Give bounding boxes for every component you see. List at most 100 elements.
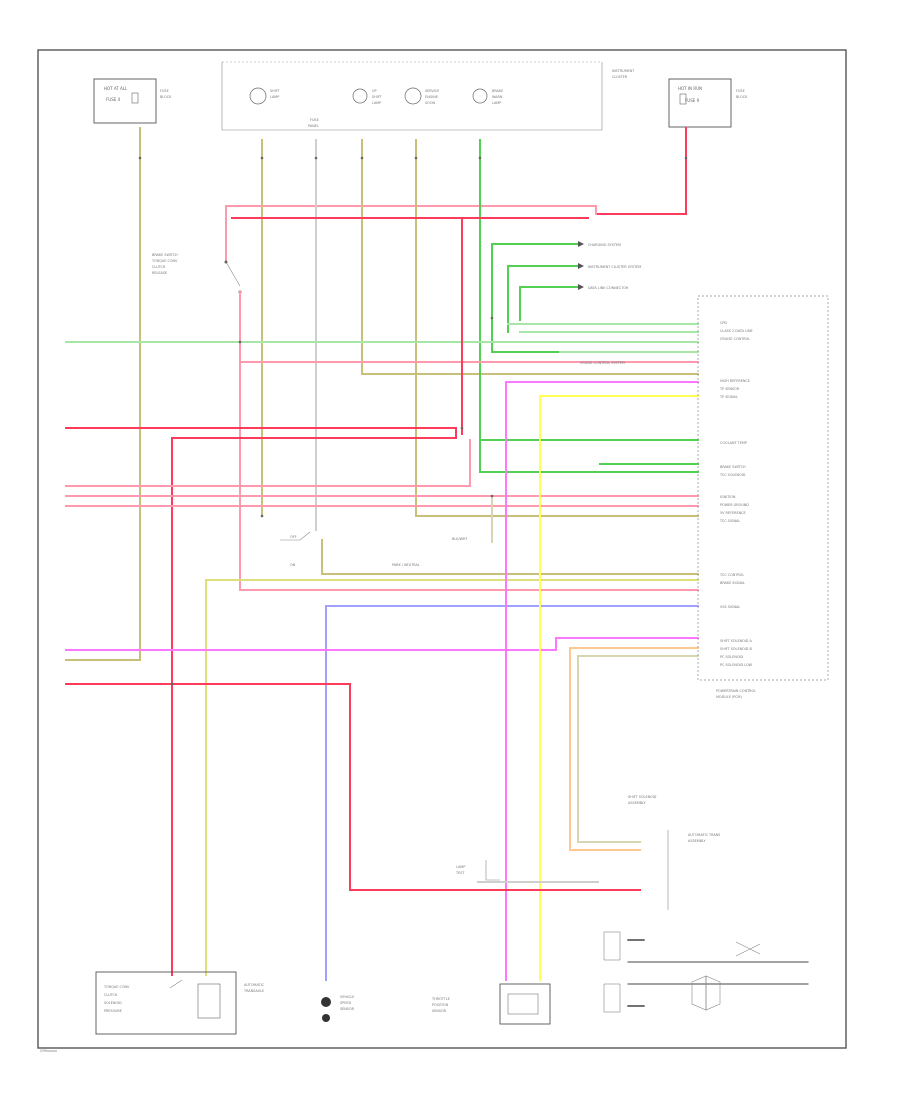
svg-text:CLUTCH: CLUTCH: [152, 265, 166, 269]
label-auto-trans: AUTOMATIC TRANS: [688, 833, 720, 837]
svg-text:BLOCK: BLOCK: [736, 95, 748, 99]
svg-text:MODULE (PCM): MODULE (PCM): [716, 695, 742, 699]
svg-text:SHIFT: SHIFT: [270, 89, 281, 93]
wire-cluster-pink-feed: [225, 205, 597, 263]
arrow-instrument: [578, 263, 584, 269]
svg-text:FUSE: FUSE: [736, 89, 745, 93]
svg-text:TP SIGNAL: TP SIGNAL: [719, 395, 738, 399]
svg-text:POWERTRAIN CONTROL: POWERTRAIN CONTROL: [716, 689, 756, 693]
wire-lamp3-olive: [415, 139, 699, 517]
svg-text:RELEASE: RELEASE: [152, 271, 167, 275]
svg-text:TCC CONTROL: TCC CONTROL: [719, 573, 744, 577]
svg-text:TCC SIGNAL: TCC SIGNAL: [719, 519, 740, 523]
svg-text:PANEL: PANEL: [308, 124, 319, 128]
connector-dots: [138, 156, 688, 686]
fuse-symbol-left: HOT AT ALL FUSE 4 FUSE BLOCK: [104, 86, 172, 104]
svg-text:5V REFERENCE: 5V REFERENCE: [720, 511, 746, 515]
svg-text:HOT AT ALL: HOT AT ALL: [104, 86, 128, 91]
svg-text:SHIFT: SHIFT: [372, 95, 383, 99]
wire-brake-switch-pink: [239, 291, 699, 591]
svg-text:POWER GROUND: POWER GROUND: [720, 503, 749, 507]
pcm-pin-labels: CPD CLASS 2 DATA LINE CRUISE CONTROL HIG…: [716, 321, 756, 699]
wire-blue-vss: [325, 605, 699, 981]
svg-text:CPD: CPD: [720, 321, 727, 325]
svg-text:OFF: OFF: [290, 535, 297, 539]
label-shift-solenoid-2: ASSEMBLY: [628, 801, 646, 805]
svg-text:TORQUE CONV: TORQUE CONV: [151, 259, 178, 263]
wire-violet-2: [65, 637, 699, 651]
hot-in-run-fuse-box: [668, 78, 732, 128]
svg-text:BRAKE SIGNAL: BRAKE SIGNAL: [720, 581, 745, 585]
fuse-symbol-right: HOT IN RUN FUSE 9 FUSE BLOCK: [678, 86, 748, 105]
label-black-ground: BLK/WHT: [452, 537, 468, 541]
throttle-position-sensor: THROTTLE POSITION SENSOR: [431, 983, 551, 1025]
wire-red-long: [65, 683, 641, 891]
lamp-test-switch: LAMP TEST: [455, 860, 599, 883]
svg-text:LAMP: LAMP: [270, 95, 279, 99]
svg-text:BRAKE: BRAKE: [492, 89, 503, 93]
cluster-lamp-1: SHIFT LAMP: [249, 87, 281, 105]
svg-text:FUSE 4: FUSE 4: [106, 97, 121, 102]
svg-text:UP: UP: [372, 89, 377, 93]
svg-text:TCC SOLENOID: TCC SOLENOID: [719, 473, 746, 477]
svg-text:ON: ON: [290, 563, 296, 567]
svg-text:TORQUE CONV: TORQUE CONV: [103, 985, 130, 989]
label-instrument-cluster: INSTRUMENT CLUSTER SYSTEM: [588, 265, 641, 269]
svg-text:BRAKE SWITCH: BRAKE SWITCH: [720, 465, 746, 469]
wire-yellow-tps: [539, 395, 699, 981]
arrow-data-link: [578, 284, 584, 290]
svg-text:WARN: WARN: [492, 95, 503, 99]
svg-text:BLOCK: BLOCK: [160, 95, 172, 99]
wire-green-arrow2: [507, 265, 579, 333]
label-data-link: DATA LINK CONNECTOR: [588, 286, 629, 290]
instrument-cluster: FUSE PANEL INSTRUMENT CLUSTER: [221, 61, 635, 131]
svg-text:POSITION: POSITION: [432, 1003, 449, 1007]
svg-text:SERVICE: SERVICE: [425, 89, 439, 93]
wire-orange-1: [569, 647, 699, 851]
svg-text:FUSE: FUSE: [310, 118, 319, 122]
svg-text:SHIFT SOLENOID A: SHIFT SOLENOID A: [720, 639, 752, 643]
cluster-lamp-2: UP SHIFT LAMP: [352, 88, 383, 105]
wire-red-left-1: [65, 427, 457, 976]
svg-text:LAMP: LAMP: [456, 865, 465, 869]
svg-text:TP SENSOR: TP SENSOR: [719, 387, 740, 391]
wire-lamp4-green: [479, 139, 699, 473]
svg-text:SENSOR: SENSOR: [340, 1007, 355, 1011]
svg-text:CLUSTER: CLUSTER: [612, 75, 628, 79]
svg-text:AUTOMATIC: AUTOMATIC: [244, 983, 265, 987]
svg-text:PC SOLENOID: PC SOLENOID: [720, 655, 744, 659]
svg-text:SOLENOID: SOLENOID: [104, 1001, 122, 1005]
svg-text:ENGINE: ENGINE: [425, 95, 438, 99]
svg-text:LAMP: LAMP: [372, 101, 381, 105]
relay-diagram: [603, 931, 809, 1013]
svg-text:HOT IN RUN: HOT IN RUN: [678, 86, 702, 91]
vehicle-speed-sensor: VEHICLE SPEED SENSOR: [321, 995, 355, 1022]
svg-text:CLUTCH: CLUTCH: [104, 993, 118, 997]
svg-text:VSS SIGNAL: VSS SIGNAL: [720, 605, 740, 609]
svg-text:IGNITION: IGNITION: [720, 495, 736, 499]
wire-tan-2: [577, 655, 699, 843]
cluster-lamp-3: SERVICE ENGINE SOON: [404, 87, 439, 105]
svg-text:COOLANT TEMP: COOLANT TEMP: [720, 441, 747, 445]
wire-violet-1: [505, 381, 699, 981]
svg-text:SOON: SOON: [425, 101, 435, 105]
svg-text:CLASS 2 DATA LINE: CLASS 2 DATA LINE: [720, 329, 753, 333]
park-neutral-switch: OFF ON PARK / NEUTRAL: [280, 531, 420, 567]
svg-text:SPEED: SPEED: [340, 1001, 351, 1005]
svg-text:HIGH REFERENCE: HIGH REFERENCE: [720, 379, 750, 383]
wire-green-charging: [491, 245, 561, 353]
svg-text:CRUISE CONTROL: CRUISE CONTROL: [720, 337, 750, 341]
wire-red-left-3: [65, 439, 471, 487]
pressure-switch-assembly: TORQUE CONV CLUTCH SOLENOID PRESSURE AUT…: [95, 971, 265, 1035]
label-cruise-control: CRUISE CONTROL SYSTEM: [580, 361, 625, 365]
brake-switch: BRAKE SWITCH TORQUE CONV CLUTCH RELEASE: [151, 253, 242, 294]
wire-green-arrow3: [519, 286, 579, 321]
label-shift-solenoid: SHIFT SOLENOID: [628, 795, 657, 799]
hot-at-all-times-fuse-box: [93, 78, 157, 124]
svg-text:PARK / NEUTRAL: PARK / NEUTRAL: [392, 563, 420, 567]
svg-text:THROTTLE: THROTTLE: [431, 997, 450, 1001]
wire-fuse9-red: [595, 127, 687, 215]
arrow-charging: [578, 241, 584, 247]
svg-text:PC SOLENOID LOW: PC SOLENOID LOW: [720, 663, 753, 667]
